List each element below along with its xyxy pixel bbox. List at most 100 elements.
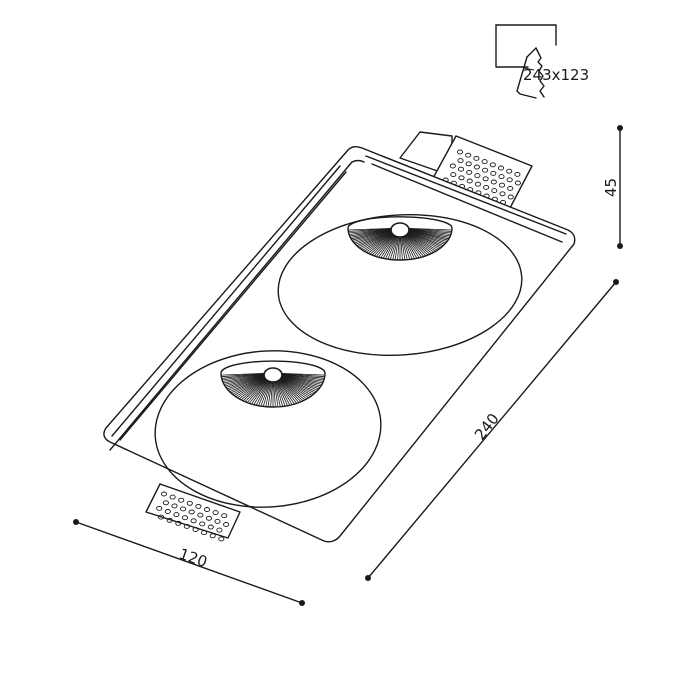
lamp-fin	[409, 228, 452, 232]
lamp-fin	[221, 373, 264, 376]
lamp-fin	[280, 376, 317, 393]
clip-hole	[192, 527, 199, 532]
clip-hole	[162, 500, 169, 506]
lamp-fin	[278, 377, 308, 400]
lamp-fin	[235, 376, 267, 398]
lamp-fin	[364, 231, 394, 252]
clip-hole	[473, 164, 480, 170]
lamp-fin	[406, 231, 436, 252]
clip-hole	[474, 181, 481, 187]
lamp-fin	[359, 231, 393, 249]
clip-hole	[465, 152, 472, 158]
lamp-fin	[273, 379, 281, 407]
clip-hole	[221, 513, 228, 519]
clip-hole	[473, 155, 480, 161]
lamp-center	[263, 367, 283, 383]
clip-hole	[450, 172, 457, 178]
lamp-fin	[221, 373, 264, 378]
lamp-fin	[408, 230, 448, 242]
lamp-fin	[408, 229, 449, 241]
lamp-fin	[255, 378, 271, 406]
lamp-fin	[394, 233, 400, 260]
lamp-fin	[222, 373, 264, 381]
lamp-fin	[403, 233, 420, 259]
clip-hole	[466, 178, 473, 184]
plaster-plate	[103, 145, 576, 543]
lamp-fin	[356, 230, 393, 246]
clip-hole	[205, 515, 212, 521]
clip-holes-bottom	[156, 491, 230, 542]
lamp-fin	[351, 229, 392, 240]
lamp-fin	[278, 377, 304, 402]
clip-hole	[180, 506, 187, 512]
lamp-fin	[406, 231, 438, 251]
clip-hole	[186, 500, 193, 506]
cutout-size-label: 243x123	[523, 66, 589, 84]
cutout-icon	[495, 24, 557, 99]
lamp-fin	[355, 230, 393, 245]
height-dimension	[617, 125, 623, 249]
clip-hole	[491, 188, 498, 194]
lamp-fin	[274, 378, 286, 407]
lamp-fin	[279, 377, 309, 399]
clip-hole	[183, 523, 190, 529]
clip-hole	[223, 522, 230, 527]
lamp-fin	[253, 378, 270, 405]
clip-hole	[195, 503, 202, 509]
clip-hole	[489, 162, 496, 168]
lamp-fin	[350, 229, 392, 238]
clip-hole	[164, 509, 171, 514]
lamp-fin	[281, 375, 320, 390]
lamp-fin	[408, 230, 447, 244]
clip-hole	[190, 518, 197, 524]
lamp-fin	[277, 377, 302, 402]
clip-hole	[481, 159, 488, 165]
lamp-fin	[405, 232, 435, 253]
lamp-fin	[223, 374, 265, 384]
lamp-fin	[404, 232, 429, 256]
lamp-fin	[409, 228, 451, 235]
lamp-fin	[276, 378, 293, 405]
lamp-fin	[385, 233, 398, 259]
lamp-fin	[348, 228, 391, 232]
lamp-fin	[371, 232, 396, 256]
lamp-fin	[360, 231, 394, 250]
lamp-fin	[408, 229, 450, 238]
lamp-fin	[226, 375, 265, 390]
lamp-fin	[282, 374, 324, 382]
clip-hole	[199, 521, 206, 527]
lamp-fin	[405, 232, 431, 255]
lamp-fin	[407, 231, 441, 249]
clip-hole	[216, 527, 223, 533]
lamp-fin	[279, 376, 311, 398]
lamp-fin	[246, 378, 269, 403]
lamp-fin	[369, 232, 395, 255]
clip-hole	[203, 507, 211, 512]
clip-hole	[449, 163, 456, 169]
lamp-fin	[402, 233, 415, 259]
lamp-fin	[378, 232, 397, 258]
clip-hole	[197, 512, 204, 518]
lamp-fin	[228, 375, 266, 391]
clip-hole	[483, 184, 490, 190]
lamp-fin	[232, 376, 266, 395]
lamp-fin	[280, 375, 318, 391]
width-dimension	[73, 519, 305, 606]
clip-hole	[457, 158, 464, 164]
lamp-fin	[229, 376, 266, 393]
clip-hole	[456, 149, 464, 155]
lamp-fin	[249, 378, 270, 404]
clip-hole	[181, 515, 189, 521]
lamp-fin	[400, 233, 406, 260]
lamp-fin	[279, 376, 313, 396]
clip-hole	[506, 168, 513, 174]
lamp-fin	[282, 373, 325, 379]
lamp-fin	[270, 379, 273, 408]
lower-lamp-fins	[220, 360, 326, 408]
clip-hole	[188, 509, 195, 515]
lamp-fin	[407, 231, 443, 248]
lamp-fin	[282, 373, 325, 376]
lamp-fin	[400, 233, 408, 260]
lamp-fin	[357, 231, 393, 248]
